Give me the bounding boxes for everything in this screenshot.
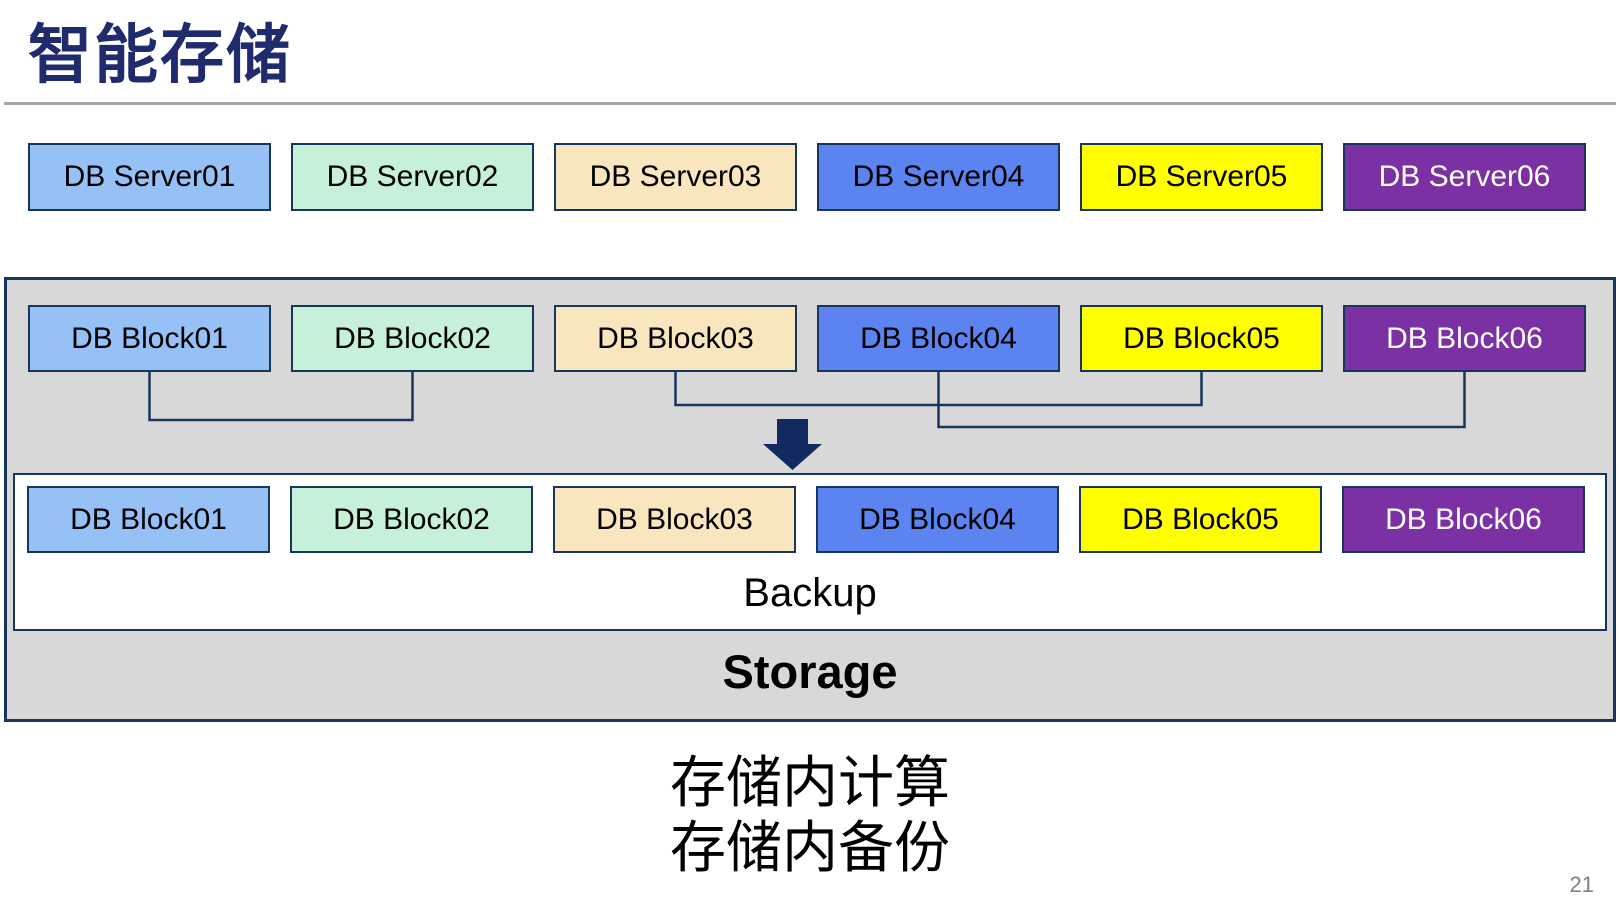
storage-container: DB Block01 DB Block02 DB Block03 DB Block04…: [4, 277, 1616, 722]
page-title: 智能存储: [28, 19, 292, 91]
db-server-row: DB Server01 DB Server02 DB Server03 DB Serv…: [28, 143, 1586, 211]
box-db-server06: DB Server06: [1343, 143, 1586, 211]
box-db-block05: DB Block05: [1079, 486, 1322, 553]
db-block-source-row: DB Block01 DB Block02 DB Block03 DB Block04…: [28, 305, 1586, 372]
box-db-block06: DB Block06: [1343, 305, 1586, 372]
box-db-server03: DB Server03: [554, 143, 797, 211]
box-db-block04: DB Block04: [817, 305, 1060, 372]
box-db-server04: DB Server04: [817, 143, 1060, 211]
db-block-backup-row: DB Block01 DB Block02 DB Block03 DB Block04…: [27, 486, 1585, 553]
box-db-server01: DB Server01: [28, 143, 271, 211]
caption-line-1: 存储内计算: [670, 751, 950, 814]
backup-label: Backup: [743, 571, 877, 615]
caption: 存储内计算 存储内备份: [0, 750, 1620, 880]
box-db-server05: DB Server05: [1080, 143, 1323, 211]
box-db-block01: DB Block01: [28, 305, 271, 372]
page-number: 21: [1569, 872, 1594, 897]
caption-line-2: 存储内备份: [670, 816, 950, 879]
box-db-block03: DB Block03: [553, 486, 796, 553]
box-db-block06: DB Block06: [1342, 486, 1585, 553]
backup-box: DB Block01 DB Block02 DB Block03 DB Block04…: [13, 473, 1607, 631]
storage-label: Storage: [722, 645, 898, 698]
title-divider: [4, 102, 1616, 105]
box-db-block05: DB Block05: [1080, 305, 1323, 372]
box-db-block02: DB Block02: [290, 486, 533, 553]
box-db-block02: DB Block02: [291, 305, 534, 372]
box-db-block04: DB Block04: [816, 486, 1059, 553]
box-db-block03: DB Block03: [554, 305, 797, 372]
box-db-block01: DB Block01: [27, 486, 270, 553]
box-db-server02: DB Server02: [291, 143, 534, 211]
